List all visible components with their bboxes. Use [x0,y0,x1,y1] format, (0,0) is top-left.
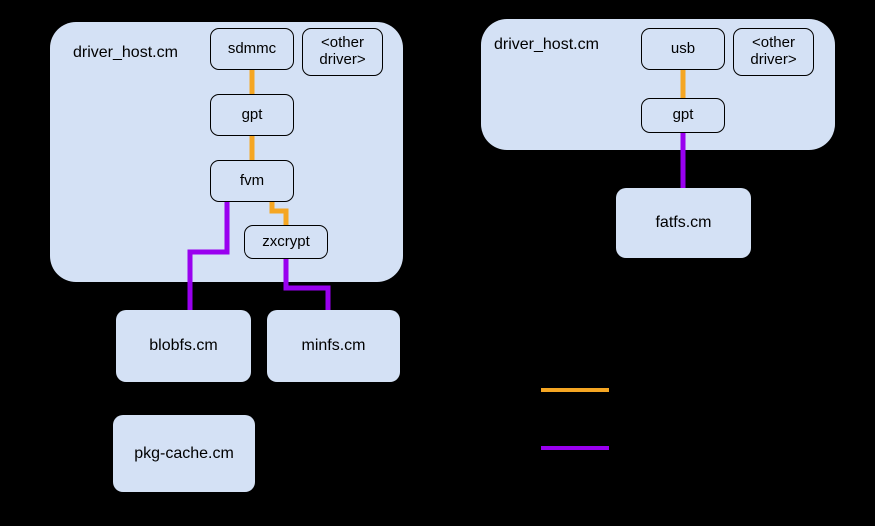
node-zxcrypt[interactable]: zxcrypt [244,225,328,259]
legend-swatch-purple [541,446,609,450]
component-blobfs[interactable]: blobfs.cm [116,310,251,382]
node-gpt-right[interactable]: gpt [641,98,725,133]
node-fvm[interactable]: fvm [210,160,294,202]
component-pkg-cache[interactable]: pkg-cache.cm [113,415,255,492]
node-other-driver-right[interactable]: <other driver> [733,28,814,76]
legend-swatch-orange [541,388,609,392]
edge-fvm-blobfs [187,200,230,312]
edge-fvm-zxcrypt [269,200,289,228]
node-other-driver-left[interactable]: <other driver> [302,28,383,76]
component-minfs[interactable]: minfs.cm [267,310,400,382]
node-usb[interactable]: usb [641,28,725,70]
edge-zxcrypt-minfs [283,253,331,312]
node-gpt-left[interactable]: gpt [210,94,294,136]
right-driver-host-label: driver_host.cm [494,36,599,53]
left-driver-host-label: driver_host.cm [73,44,178,61]
node-sdmmc[interactable]: sdmmc [210,28,294,70]
component-fatfs[interactable]: fatfs.cm [616,188,751,258]
